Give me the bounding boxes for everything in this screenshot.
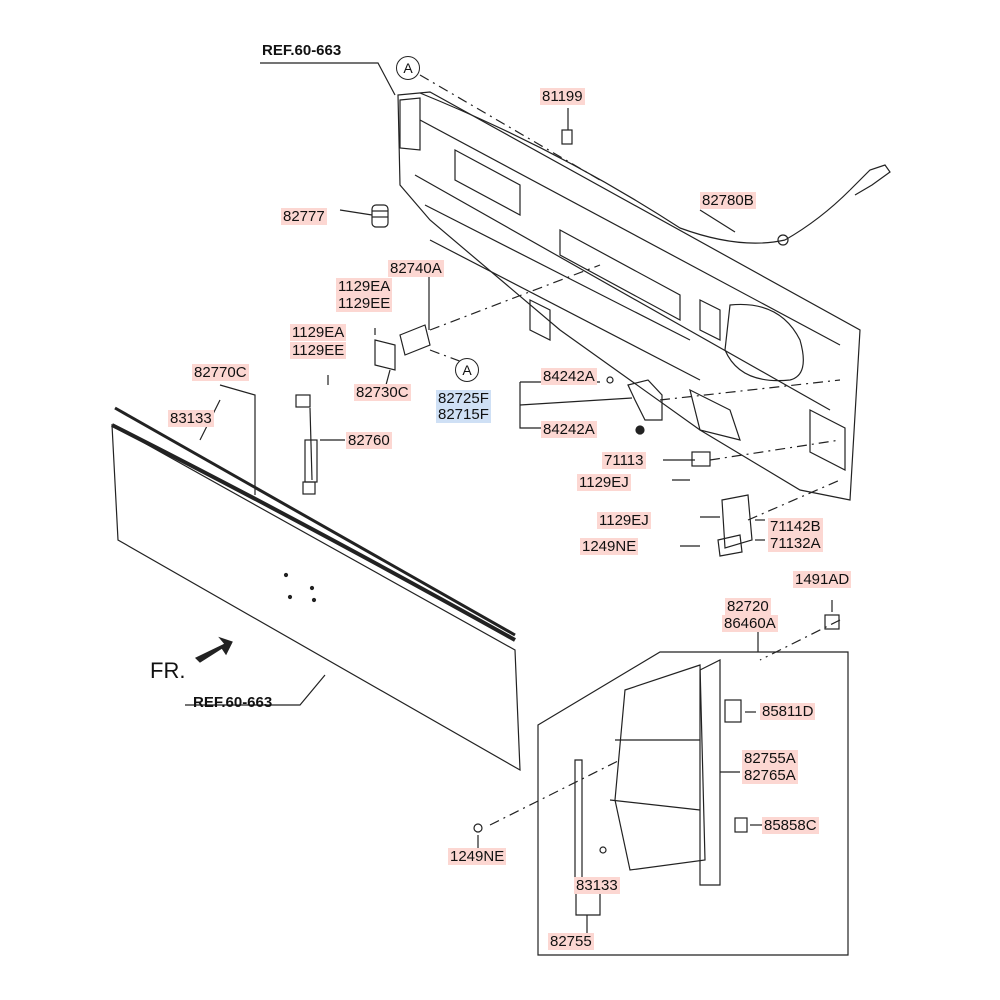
bolts	[327, 209, 720, 547]
latch-82725F	[606, 376, 663, 435]
tailgate-outer-panel	[111, 406, 521, 772]
part-71113[interactable]: 71113	[602, 452, 646, 469]
part-84242A-1[interactable]: 84242A	[541, 368, 597, 385]
support-strut-82760	[295, 394, 318, 495]
part-1129EJ-2[interactable]: 1129EJ	[597, 512, 651, 529]
part-71142B[interactable]: 71142B	[768, 518, 823, 535]
callout-a-top: A	[396, 56, 420, 80]
striker-71113	[691, 451, 711, 467]
hinge-71142B	[717, 494, 753, 557]
part-83133-2[interactable]: 83133	[574, 877, 620, 894]
part-1129EA-1[interactable]: 1129EA	[336, 278, 393, 295]
ref-label-bottom: REF.60-663	[193, 694, 273, 711]
part-82755A[interactable]: 82755A	[742, 750, 798, 767]
part-82765A[interactable]: 82765A	[742, 767, 798, 784]
part-82720[interactable]: 82720	[725, 598, 771, 615]
part-1491AD[interactable]: 1491AD	[793, 571, 852, 588]
part-1129EA-2[interactable]: 1129EA	[290, 324, 347, 341]
front-direction-label: FR.	[150, 658, 186, 683]
part-82777[interactable]: 82777	[281, 208, 327, 225]
part-1129EE-1[interactable]: 1129EE	[336, 295, 393, 312]
part-86460A[interactable]: 86460A	[722, 615, 778, 632]
cable-82780B	[419, 92, 891, 246]
part-1129EJ-1[interactable]: 1129EJ	[577, 474, 631, 491]
part-82730C[interactable]: 82730C	[354, 384, 411, 401]
part-1129EE-2[interactable]: 1129EE	[290, 342, 347, 359]
part-82780B[interactable]: 82780B	[700, 192, 756, 209]
part-82715F[interactable]: 82715F	[436, 406, 491, 423]
part-1249NE-2[interactable]: 1249NE	[448, 848, 507, 865]
part-83133-1[interactable]: 83133	[168, 410, 214, 427]
part-84242A-2[interactable]: 84242A	[541, 421, 597, 438]
part-81199[interactable]: 81199	[540, 88, 585, 105]
part-82755[interactable]: 82755	[548, 933, 594, 950]
part-1249NE-1[interactable]: 1249NE	[580, 538, 639, 555]
front-arrow-icon	[194, 636, 233, 663]
part-85811D[interactable]: 85811D	[760, 703, 816, 720]
part-82760[interactable]: 82760	[346, 432, 392, 449]
hinge-82740A	[374, 324, 431, 371]
part-82770C[interactable]: 82770C	[192, 364, 249, 381]
part-82740A[interactable]: 82740A	[388, 260, 444, 277]
dashed-reference-lines	[419, 74, 841, 826]
ref-label-top: REF.60-663	[262, 42, 342, 59]
part-85858C[interactable]: 85858C	[762, 817, 819, 834]
part-82725F[interactable]: 82725F	[436, 390, 491, 407]
callout-a-mid: A	[455, 358, 479, 382]
part-71132A[interactable]: 71132A	[768, 535, 823, 552]
lamp-assembly-box	[473, 614, 849, 956]
bumper-82777	[371, 204, 389, 228]
tailgate-inner-panel	[397, 91, 861, 501]
clip-81199	[561, 129, 573, 145]
